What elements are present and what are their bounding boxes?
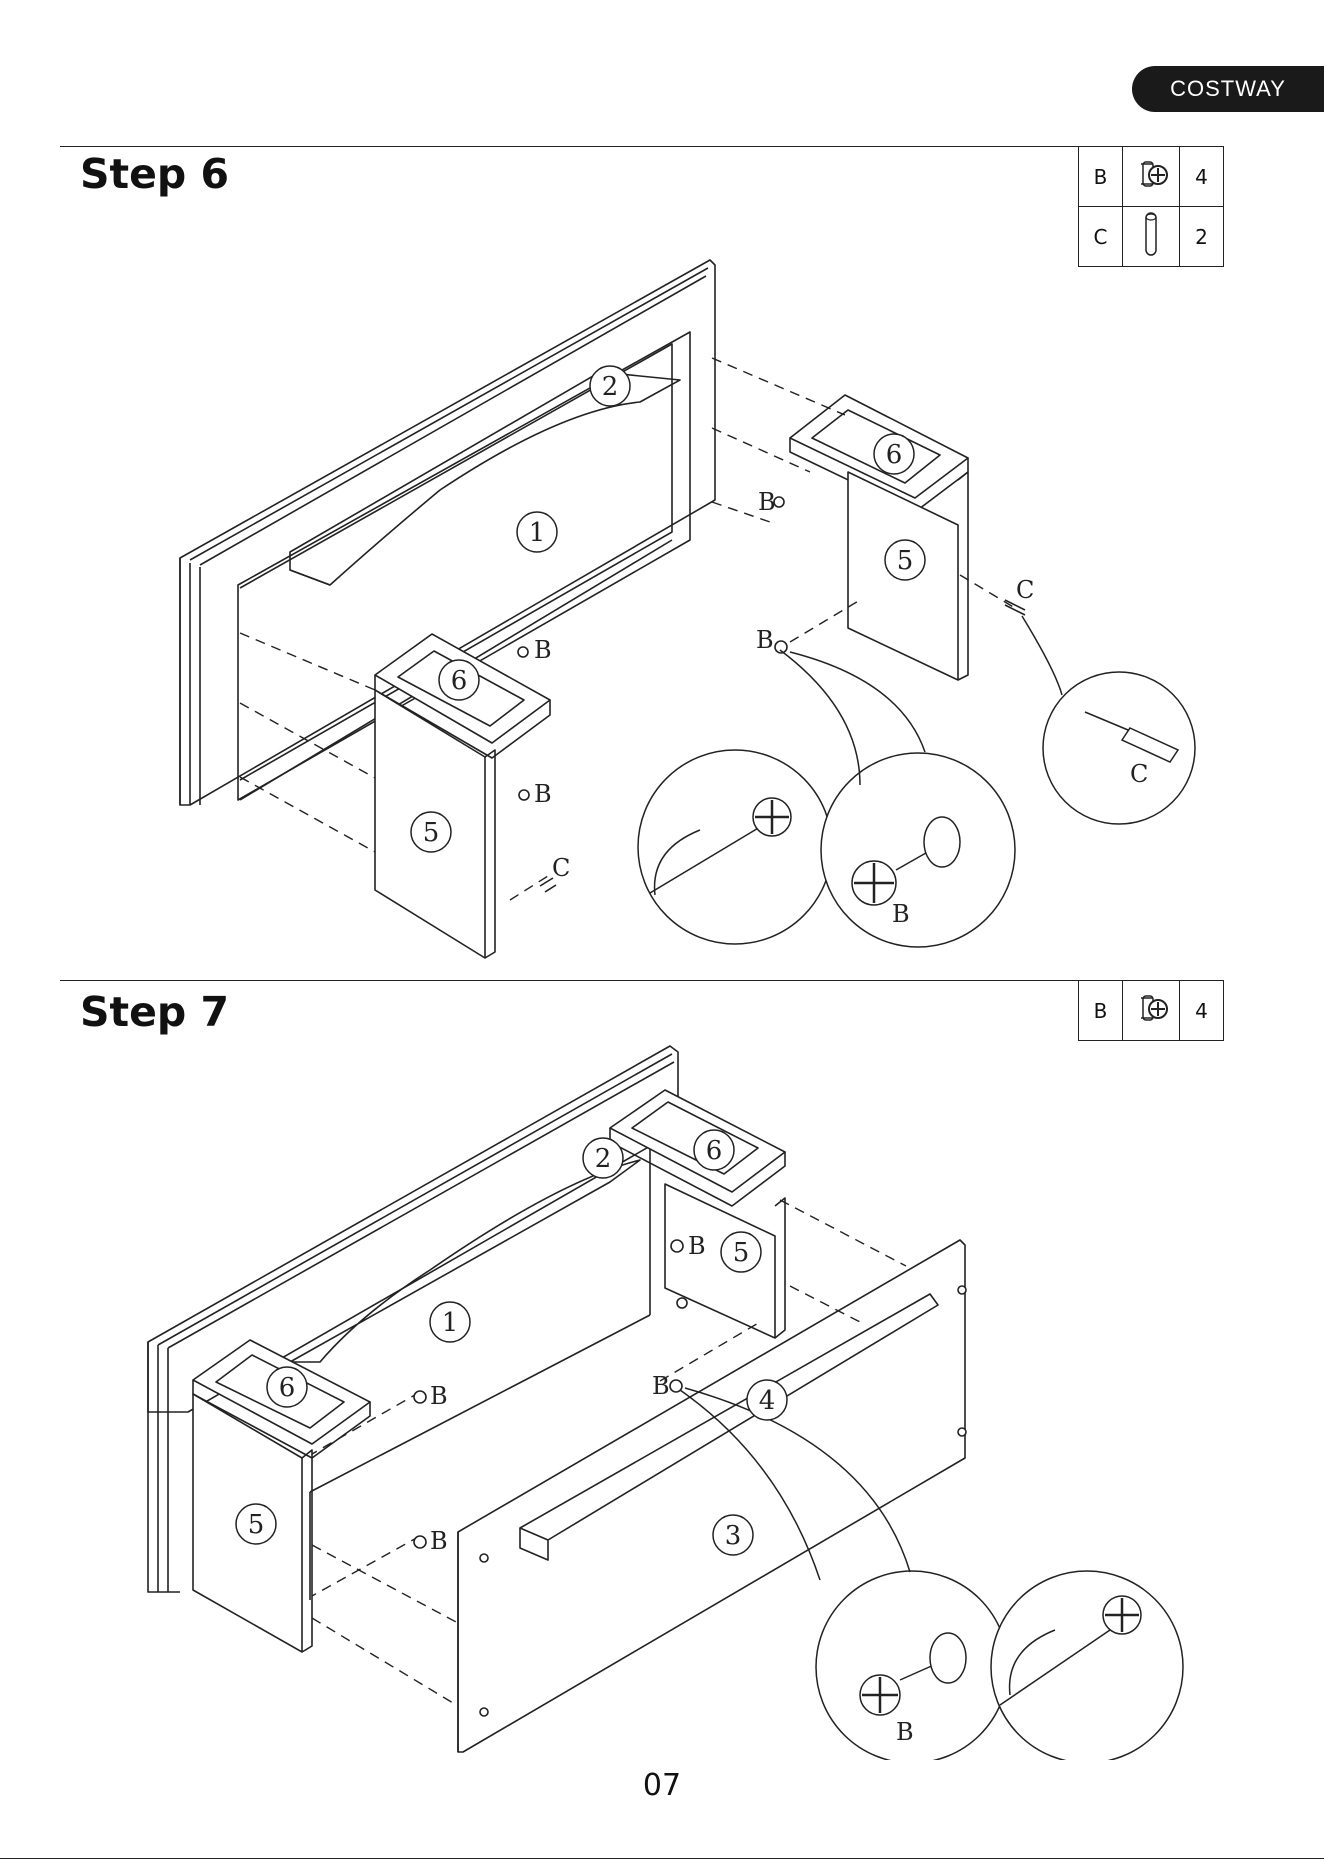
callout-1: 1 (529, 518, 546, 548)
back-panel-frame (180, 260, 715, 805)
callout-2: 2 (602, 372, 619, 402)
part-letter-b: B (892, 900, 910, 928)
cam-lock-icon (1123, 147, 1180, 207)
brand-name: COSTWAY (1170, 76, 1286, 102)
callout-1: 1 (442, 1308, 459, 1338)
part-quantity: 4 (1180, 981, 1224, 1041)
step-6-divider (60, 146, 1224, 147)
callout-6: 6 (279, 1373, 296, 1403)
part-letter-b: B (430, 1382, 448, 1410)
part-letter-b: B (688, 1232, 706, 1260)
page-number: 07 (0, 1768, 1324, 1803)
part-letter-b: B (534, 636, 552, 664)
parts-row: B 4 (1079, 147, 1224, 207)
part-letter-b: B (758, 488, 776, 516)
callout-3: 3 (725, 1521, 742, 1551)
step-6-title: Step 6 (80, 150, 229, 198)
footer-divider (0, 1858, 1324, 1859)
callout-5: 5 (248, 1510, 265, 1540)
detail-cam-lock-circle (821, 753, 1015, 947)
step-7-divider (60, 980, 1224, 981)
part-quantity: 4 (1180, 147, 1224, 207)
parts-row: B 4 (1079, 981, 1224, 1041)
step-6-assembly-diagram: 2 1 6 5 6 5 B B B B B C C C (0, 240, 1324, 970)
detail-screwdriver-circle (638, 750, 832, 944)
part-letter-b: B (896, 1718, 914, 1746)
part-letter-c: C (1130, 760, 1148, 788)
callout-6: 6 (886, 440, 903, 470)
detail-screwdriver-circle (991, 1571, 1183, 1760)
part-label: B (1079, 981, 1123, 1041)
callout-5: 5 (423, 818, 440, 848)
brand-logo: COSTWAY (1132, 66, 1324, 112)
callout-6: 6 (706, 1136, 723, 1166)
callout-4: 4 (759, 1386, 776, 1416)
part-letter-b: B (430, 1527, 448, 1555)
part-letter-c: C (552, 854, 570, 882)
callout-5: 5 (897, 546, 914, 576)
part-label: B (1079, 147, 1123, 207)
callout-6: 6 (451, 666, 468, 696)
part-letter-b: B (652, 1372, 670, 1400)
callout-5: 5 (733, 1238, 750, 1268)
part-letter-b: B (534, 780, 552, 808)
arched-rail (290, 372, 680, 585)
step-7-assembly-diagram: 2 6 5 1 6 4 5 3 B B B B B (0, 1040, 1324, 1760)
step-7-parts-table: B 4 (1078, 980, 1224, 1041)
step-7-title: Step 7 (80, 988, 229, 1036)
callout-2: 2 (595, 1144, 612, 1174)
cam-lock-icon (1123, 981, 1180, 1041)
part-letter-c: C (1016, 576, 1034, 604)
part-letter-b: B (756, 626, 774, 654)
